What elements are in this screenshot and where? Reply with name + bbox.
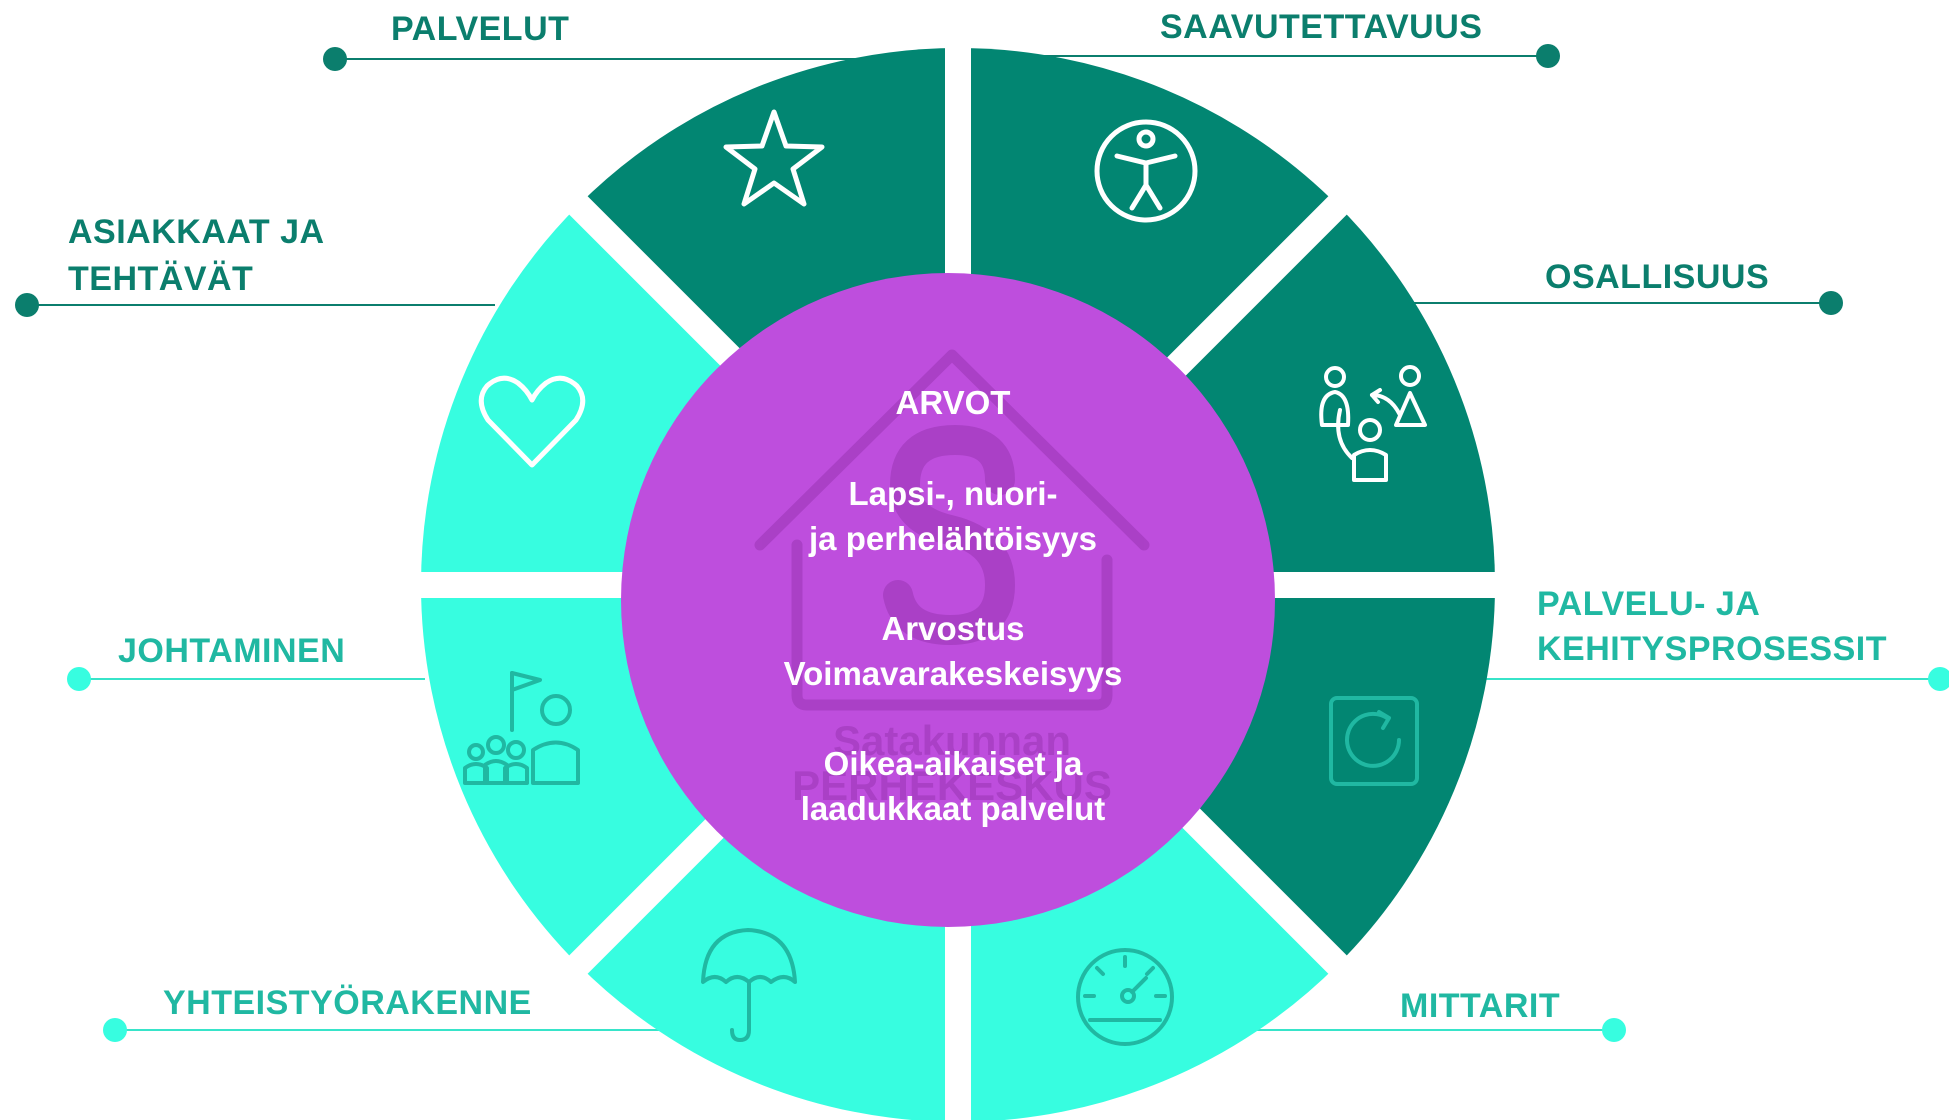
- connector-dot-palvelut: [323, 47, 347, 71]
- label-yhteistyorakenne: YHTEISTYÖRAKENNE: [163, 984, 532, 1022]
- label-palvelut: PALVELUT: [391, 10, 569, 48]
- watermark-house-roof: [754, 349, 1150, 551]
- accessibility-icon: [1094, 119, 1198, 223]
- connectors: [15, 44, 1949, 1042]
- label-osallisuus: OSALLISUUS: [1545, 258, 1769, 296]
- center-circle: [621, 273, 1275, 927]
- watermark-s-mark: [883, 424, 1016, 646]
- connector-dot-asiakkaat: [15, 293, 39, 317]
- label-asiakkaat-line2: TEHTÄVÄT: [68, 260, 253, 298]
- label-prosessit-line2: KEHITYSPROSESSIT: [1537, 630, 1887, 668]
- label-johtaminen: JOHTAMINEN: [118, 632, 345, 670]
- center-line2: ja perhelähtöisyys: [808, 520, 1097, 557]
- center-heading: ARVOT: [896, 384, 1011, 421]
- label-asiakkaat-line1: ASIAKKAAT JA: [68, 213, 325, 251]
- leader-flag-icon: [463, 671, 580, 785]
- center-line4: Voimavarakeskeisyys: [784, 655, 1123, 692]
- center-values: ARVOT Lapsi-, nuori- ja perhelähtöisyys …: [784, 384, 1123, 827]
- heart-icon: [478, 375, 586, 468]
- connector-dot-prosessit: [1928, 667, 1949, 691]
- connector-dot-johtaminen: [67, 667, 91, 691]
- connector-dot-osallisuus: [1819, 291, 1843, 315]
- connector-dot-saavutettavuus: [1536, 44, 1560, 68]
- refresh-icon: [1329, 696, 1419, 786]
- label-mittarit: MITTARIT: [1400, 987, 1560, 1025]
- umbrella-icon: [701, 928, 797, 1042]
- gauge-icon: [1076, 948, 1174, 1046]
- center-line6: laadukkaat palvelut: [801, 790, 1105, 827]
- label-saavutettavuus: SAAVUTETTAVUUS: [1160, 8, 1482, 46]
- watermark-house-walls: [791, 539, 1113, 711]
- center-line3: Arvostus: [881, 610, 1024, 647]
- center-line5: Oikea-aikaiset ja: [824, 745, 1083, 782]
- people-icon: [1319, 365, 1427, 482]
- watermark-line1: Satakunnan: [833, 717, 1071, 764]
- center-line1: Lapsi-, nuori-: [849, 475, 1058, 512]
- watermark-line2: PERHEKESKUS: [792, 762, 1112, 809]
- star-icon: [723, 109, 825, 207]
- segment-labels: PALVELUT SAAVUTETTAVUUS OSALLISUUS PALVE…: [68, 8, 1887, 1025]
- watermark-logo: Satakunnan PERHEKESKUS: [754, 349, 1150, 809]
- label-prosessit-line1: PALVELU- JA: [1537, 585, 1760, 623]
- connector-dot-yhteistyorakenne: [103, 1018, 127, 1042]
- connector-dot-mittarit: [1602, 1018, 1626, 1042]
